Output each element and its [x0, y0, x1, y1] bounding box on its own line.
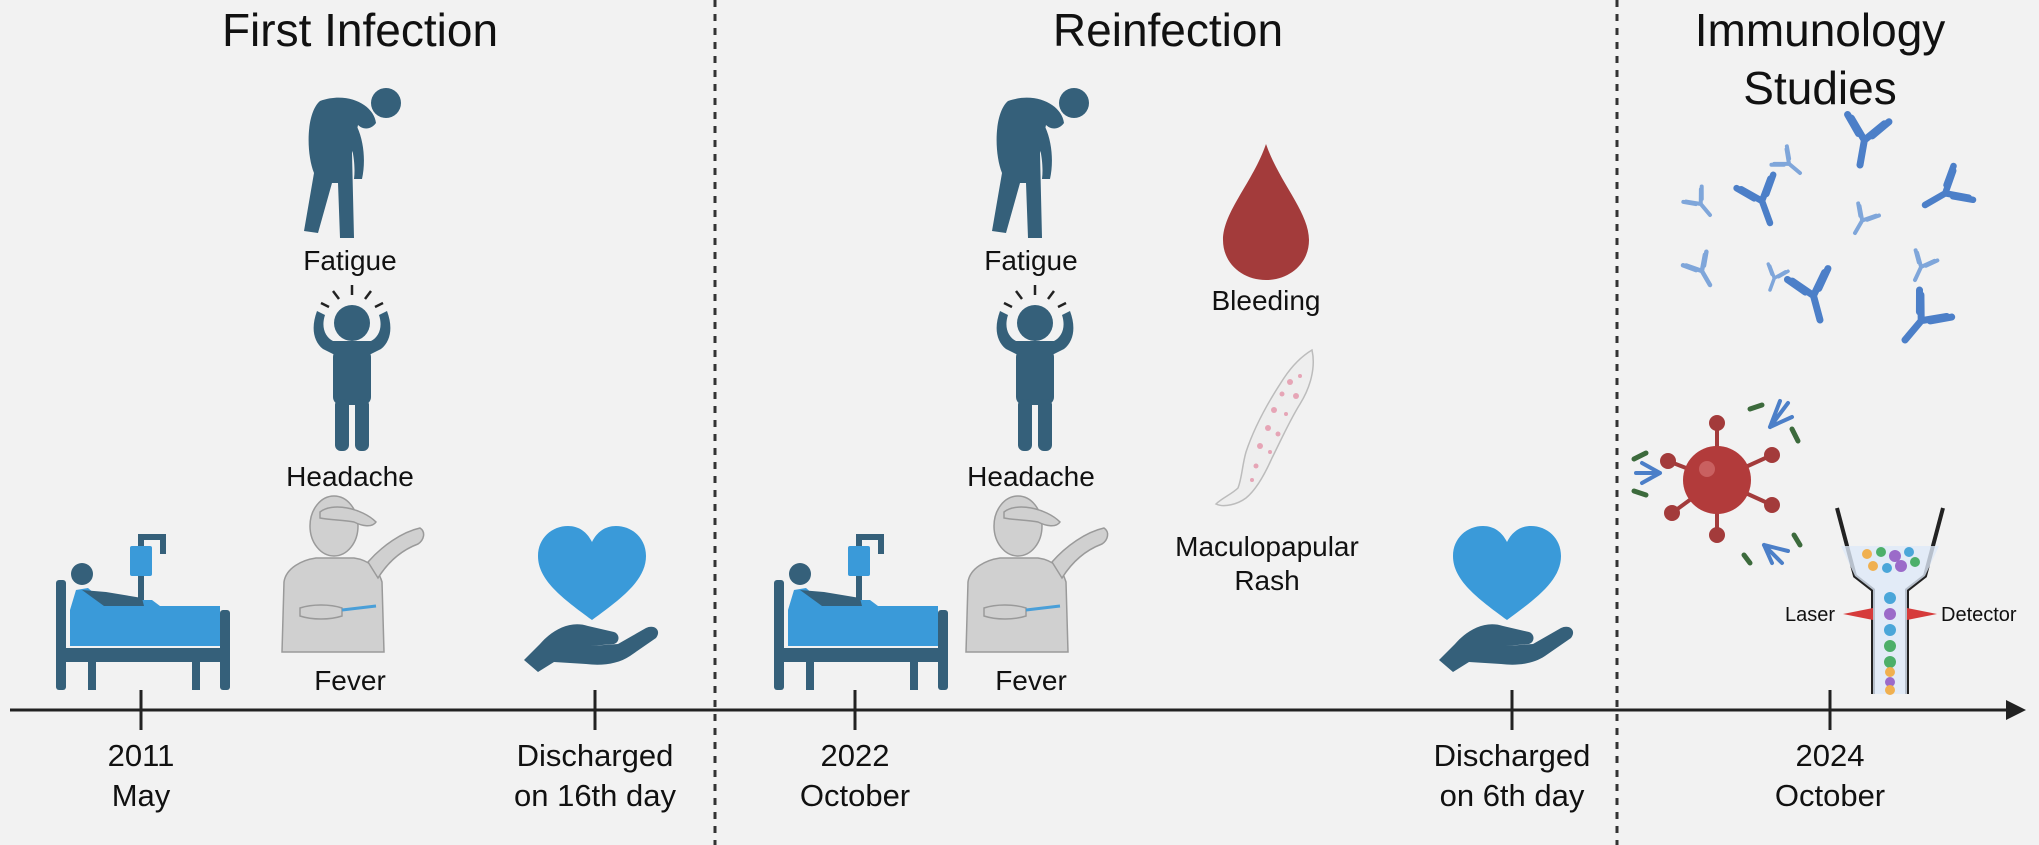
timeline-label-discharge-2-line1: Discharged	[1433, 738, 1591, 773]
timeline-label-2011-year: 2011	[107, 738, 175, 773]
flow-cytometer-icon	[1835, 507, 1945, 695]
bed-icon	[56, 534, 230, 690]
section-title-immunology-line1: Immunology	[1694, 4, 1946, 56]
headache-person-icon	[313, 285, 391, 451]
heart-hand-icon	[524, 526, 659, 672]
rash-label-line1: Maculopapular	[1175, 531, 1359, 562]
timeline-axis	[10, 690, 2026, 730]
fatigue-label-1: Fatigue	[303, 245, 397, 276]
timeline-label-2024-year: 2024	[1795, 738, 1865, 773]
rash-arm-icon	[1214, 348, 1314, 507]
section-divider-1	[713, 0, 717, 845]
fever-label-1: Fever	[314, 665, 386, 696]
section-title-reinfection: Reinfection	[1052, 4, 1284, 56]
fever-label-2: Fever	[995, 665, 1067, 696]
timeline-label-2022-month: October	[799, 778, 911, 813]
blood-drop-icon	[1223, 144, 1309, 280]
timeline-label-discharge-1-line1: Discharged	[516, 738, 674, 773]
timeline-label-discharge-2-line2: on 6th day	[1439, 778, 1585, 813]
detector-label: Detector	[1941, 604, 2017, 626]
heart-hand-icon-2	[1439, 526, 1574, 672]
bleeding-label: Bleeding	[1211, 285, 1321, 316]
fever-person-icon-2	[965, 495, 1109, 653]
section-title-immunology-line2: Studies	[1743, 62, 1897, 114]
virus-antibody-icon	[1631, 399, 1803, 566]
section-title-first-infection: First Infection	[221, 4, 499, 56]
headache-label-2: Headache	[967, 461, 1095, 492]
headache-label-1: Headache	[286, 461, 414, 492]
fatigue-person-icon	[304, 88, 401, 238]
timeline-label-discharge-1-line2: on 16th day	[513, 778, 677, 813]
timeline-label-2011-month: May	[111, 778, 171, 813]
fatigue-label-2: Fatigue	[984, 245, 1078, 276]
bed-icon-2	[774, 534, 948, 690]
section-divider-2	[1615, 0, 1619, 845]
rash-label-line2: Rash	[1234, 565, 1300, 596]
fatigue-person-icon-2	[992, 88, 1089, 238]
fever-person-icon	[281, 495, 425, 653]
antibodies-icon	[1670, 115, 1970, 375]
headache-person-icon-2	[996, 285, 1074, 451]
laser-label: Laser	[1785, 604, 1836, 626]
timeline-label-2024-month: October	[1774, 778, 1886, 813]
timeline-label-2022-year: 2022	[820, 738, 890, 773]
